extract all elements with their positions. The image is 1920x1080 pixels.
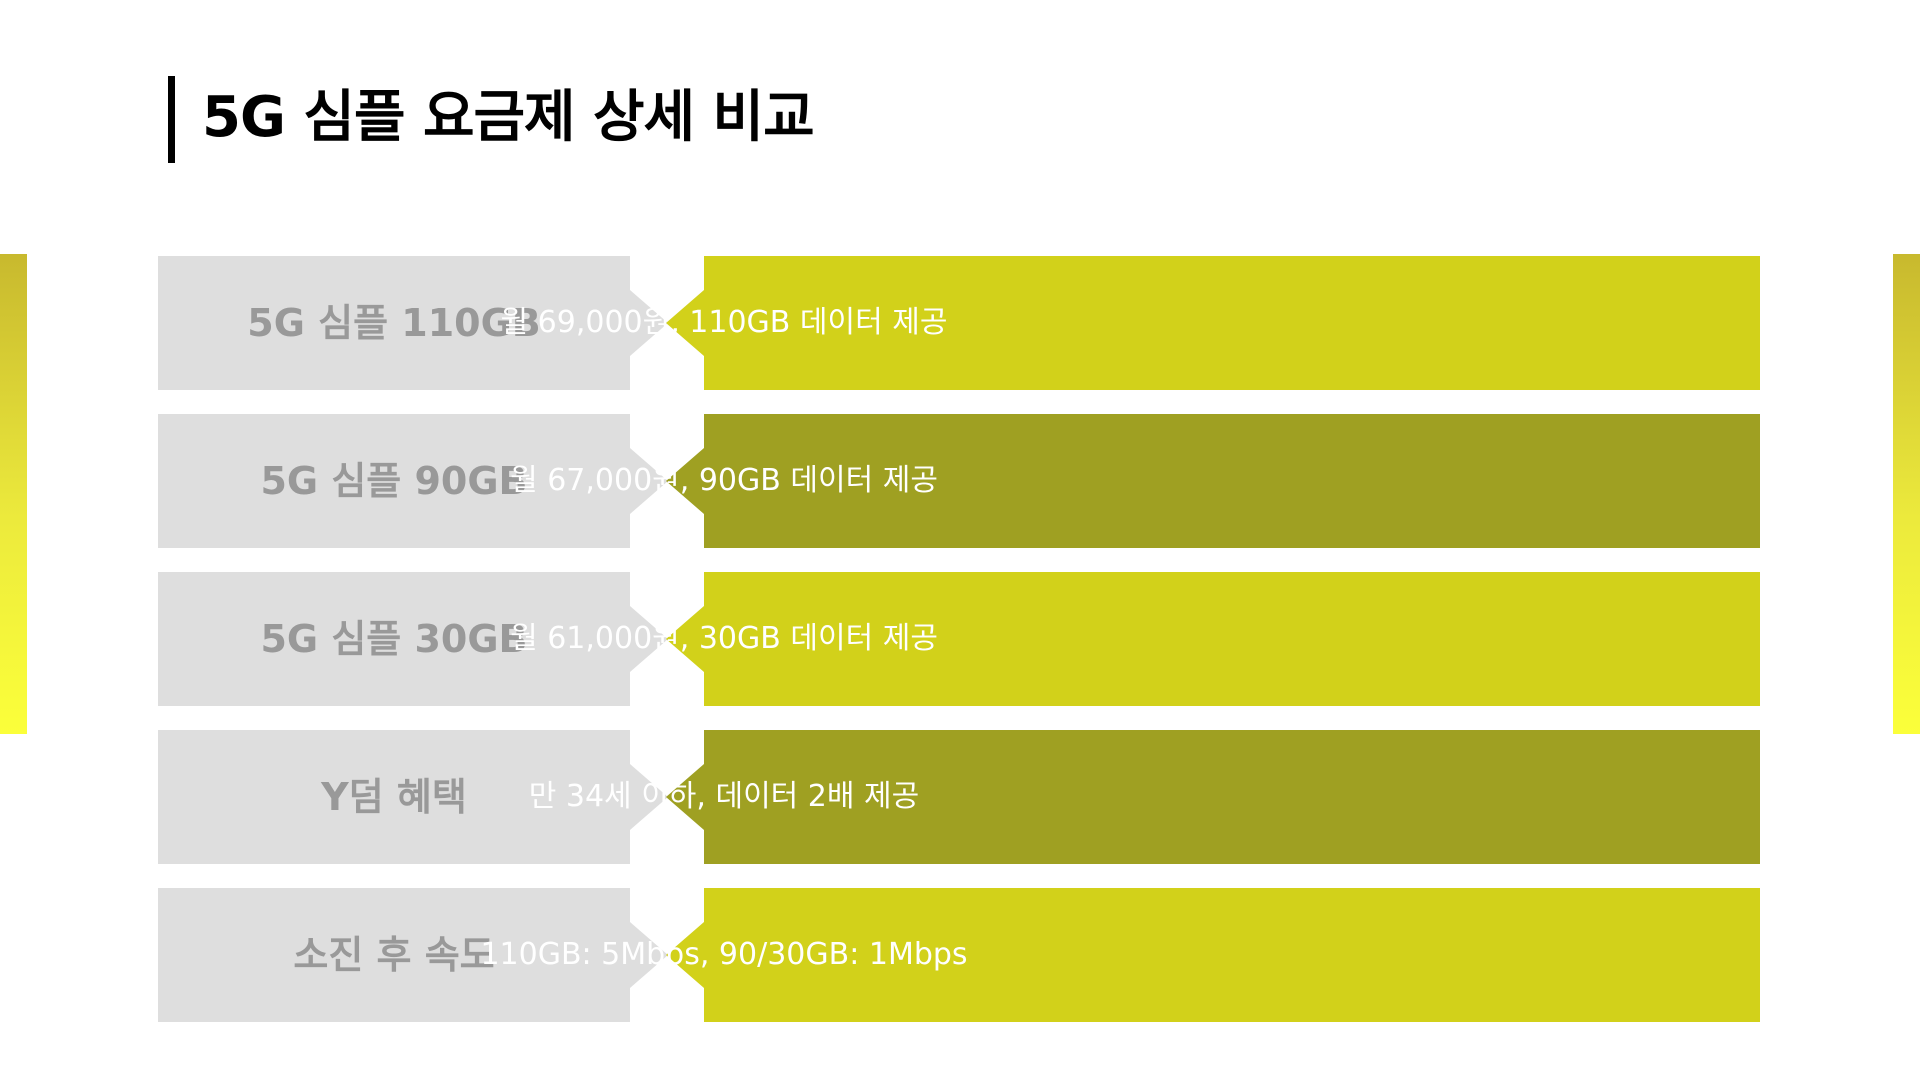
page-title: 5G 심플 요금제 상세 비교 [202, 85, 815, 150]
row-label-box [158, 572, 668, 706]
comparison-row-110gb: 5G 심플 110GB 월 69,000원, 110GB 데이터 제공 [158, 256, 1760, 390]
row-value: 만 34세 이하, 데이터 2배 제공 [528, 779, 920, 814]
row-label-box [158, 414, 668, 548]
left-accent-stripe [0, 254, 27, 734]
row-value: 110GB: 5Mbps, 90/30GB: 1Mbps [480, 937, 968, 972]
row-label: 5G 심플 90GB [260, 459, 528, 503]
row-label-box [158, 256, 668, 390]
title-accent-bar [168, 76, 175, 163]
right-accent-stripe [1893, 254, 1920, 734]
row-value: 월 61,000원, 30GB 데이터 제공 [510, 621, 938, 656]
row-label: 소진 후 속도 [293, 933, 495, 977]
row-label: 5G 심플 110GB [247, 301, 541, 345]
row-label: 5G 심플 30GB [260, 617, 528, 661]
comparison-row-30gb: 5G 심플 30GB 월 61,000원, 30GB 데이터 제공 [158, 572, 1760, 706]
row-label-box [158, 730, 668, 864]
row-value: 월 67,000원, 90GB 데이터 제공 [510, 463, 938, 498]
row-value-box [666, 256, 1760, 390]
comparison-table: 5G 심플 110GB 월 69,000원, 110GB 데이터 제공 5G 심… [158, 256, 1760, 1046]
comparison-row-90gb: 5G 심플 90GB 월 67,000원, 90GB 데이터 제공 [158, 414, 1760, 548]
row-value-box [666, 888, 1760, 1022]
row-value-box [666, 572, 1760, 706]
comparison-row-y-benefit: Y덤 혜택 만 34세 이하, 데이터 2배 제공 [158, 730, 1760, 864]
row-value-box [666, 730, 1760, 864]
row-label: Y덤 혜택 [321, 775, 467, 819]
row-value-box [666, 414, 1760, 548]
comparison-row-speed: 소진 후 속도 110GB: 5Mbps, 90/30GB: 1Mbps [158, 888, 1760, 1022]
row-label-box [158, 888, 668, 1022]
row-value: 월 69,000원, 110GB 데이터 제공 [500, 305, 948, 340]
